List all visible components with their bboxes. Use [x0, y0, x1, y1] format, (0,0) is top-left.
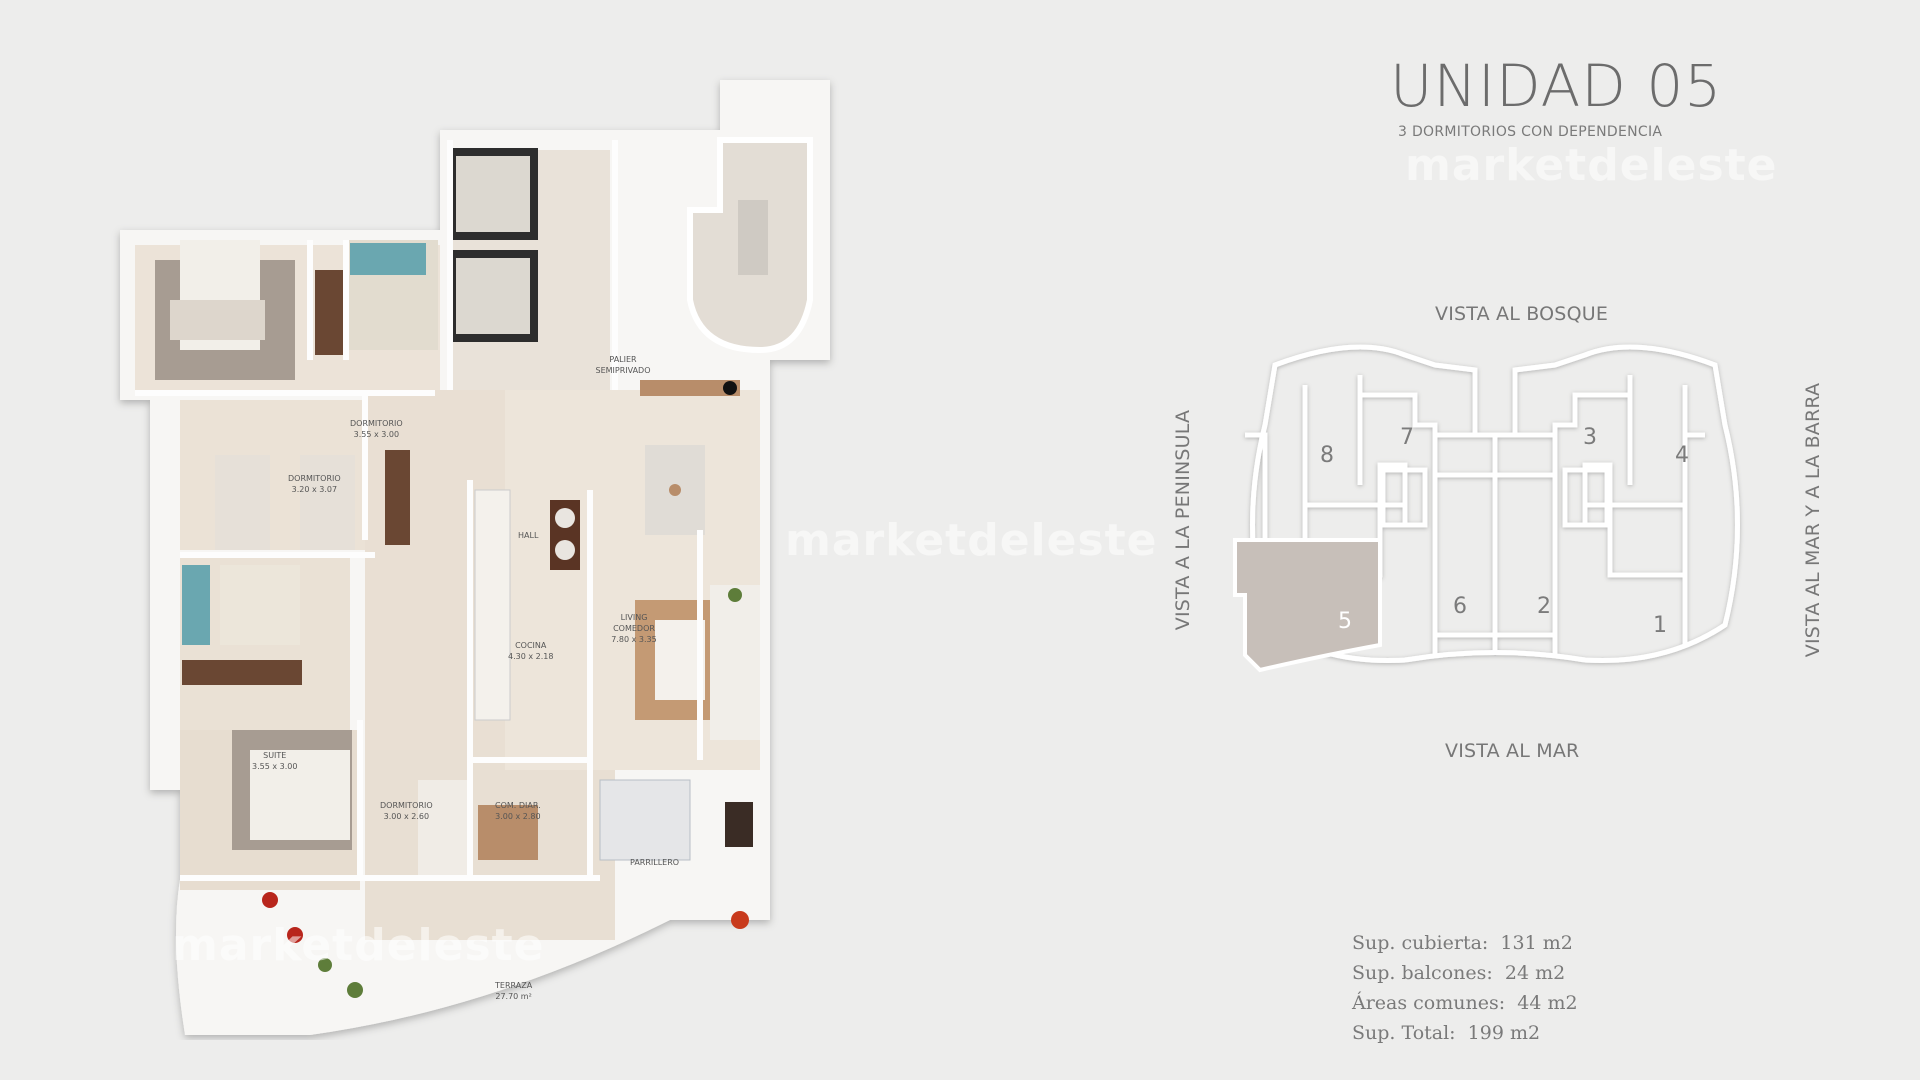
watermark: marketdeleste — [785, 515, 1158, 566]
unit-subtitle: 3 DORMITORIOS CON DEPENDENCIA — [1398, 124, 1663, 140]
view-label-top: VISTA AL BOSQUE — [1435, 303, 1609, 325]
view-label-left: VISTA A LA PENINSULA — [1172, 409, 1194, 631]
unit-title: UNIDAD 05 — [1390, 52, 1723, 120]
spec-total: Sup. Total: 199 m2 — [1352, 1022, 1541, 1044]
unit-number-6: 6 — [1453, 594, 1467, 619]
unit-number-3: 3 — [1583, 425, 1597, 450]
floor-plan-shell — [120, 80, 830, 1035]
area-specs: Sup. cubierta: 131 m2 Sup. balcones: 24 … — [1352, 928, 1578, 1048]
room-label-parrillero: PARRILLERO — [630, 858, 680, 867]
unit-5-highlight — [1233, 538, 1382, 673]
unit-number-8: 8 — [1320, 443, 1334, 468]
room-label-comedor-diario: COM. DIAR.3.00 x 2.80 — [495, 801, 541, 821]
view-label-right: VISTA AL MAR Y A LA BARRA — [1802, 382, 1824, 658]
watermark: marketdeleste — [1405, 140, 1778, 191]
view-label-bottom: VISTA AL MAR — [1445, 740, 1580, 762]
room-label-hall: HALL — [518, 531, 539, 540]
unit-number-1: 1 — [1653, 613, 1667, 638]
key-plan: 8 7 3 4 5 6 2 1 — [1233, 344, 1740, 673]
unit-number-4: 4 — [1675, 443, 1689, 468]
unit-number-2: 2 — [1537, 594, 1551, 619]
unit-number-5: 5 — [1338, 609, 1352, 634]
spec-cubierta: Sup. cubierta: 131 m2 — [1352, 932, 1573, 954]
unit-number-7: 7 — [1400, 425, 1414, 450]
spec-areas-comunes: Áreas comunes: 44 m2 — [1352, 992, 1578, 1014]
spec-balcones: Sup. balcones: 24 m2 — [1352, 962, 1566, 984]
watermark: marketdeleste — [172, 920, 545, 971]
room-label-palier: PALIER SEMIPRIVADO — [595, 355, 651, 375]
